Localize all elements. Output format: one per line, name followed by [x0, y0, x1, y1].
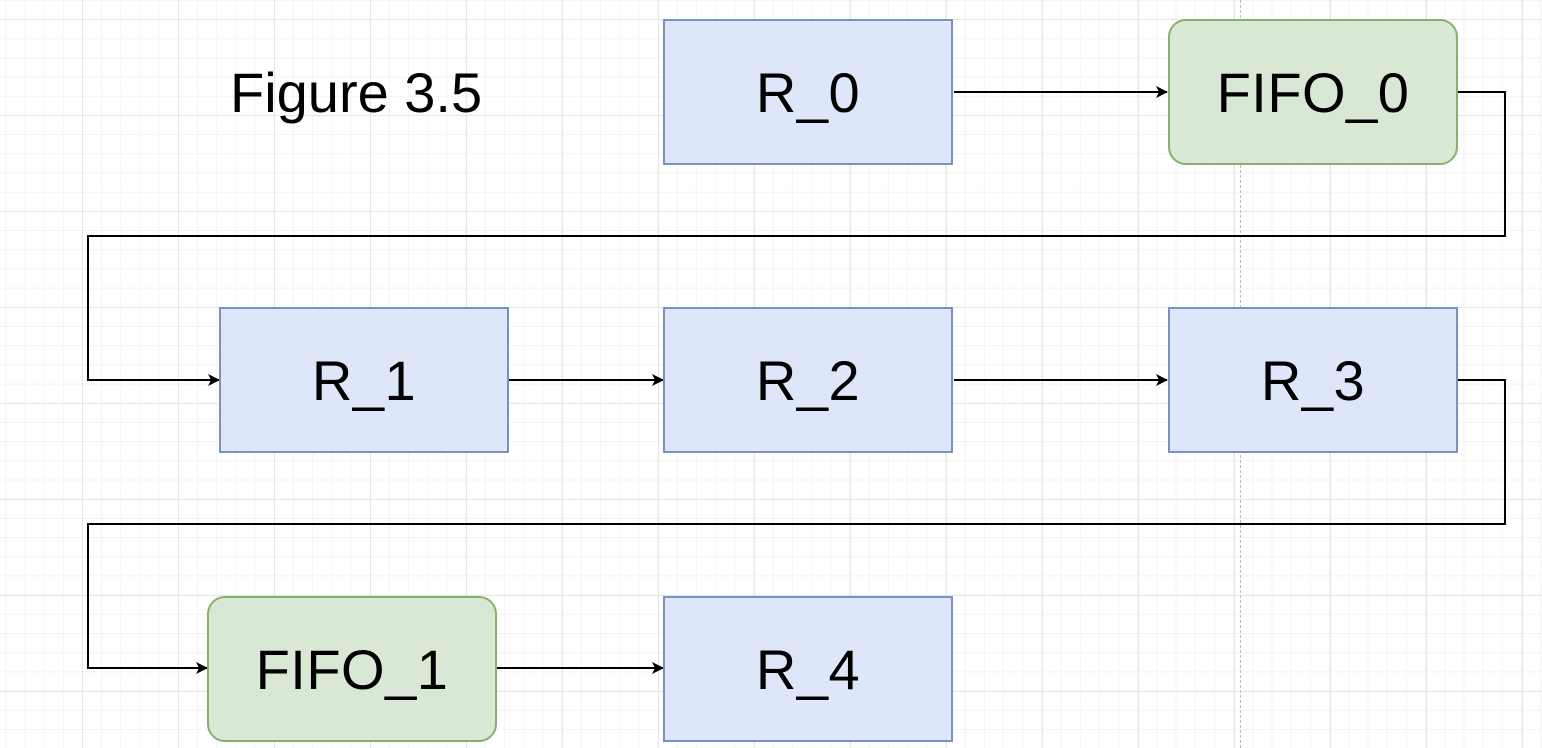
node-r3[interactable]: R_3 — [1168, 307, 1458, 453]
node-r1[interactable]: R_1 — [219, 307, 509, 453]
node-r4-label: R_4 — [755, 637, 861, 701]
node-r0[interactable]: R_0 — [663, 19, 953, 165]
node-r4[interactable]: R_4 — [663, 596, 953, 742]
connector-fifo0-to-r1 — [87, 91, 1506, 386]
node-r3-label: R_3 — [1260, 348, 1366, 412]
figure-label: Figure 3.5 — [230, 61, 483, 124]
node-r0-label: R_0 — [755, 60, 861, 124]
node-fifo0-label: FIFO_0 — [1216, 60, 1410, 124]
node-fifo0[interactable]: FIFO_0 — [1168, 19, 1458, 165]
node-r1-label: R_1 — [311, 348, 417, 412]
node-fifo1-label: FIFO_1 — [255, 637, 449, 701]
connector-r3-to-fifo1 — [87, 379, 1506, 674]
node-r2-label: R_2 — [755, 348, 861, 412]
node-r2[interactable]: R_2 — [663, 307, 953, 453]
node-fifo1[interactable]: FIFO_1 — [207, 596, 497, 742]
